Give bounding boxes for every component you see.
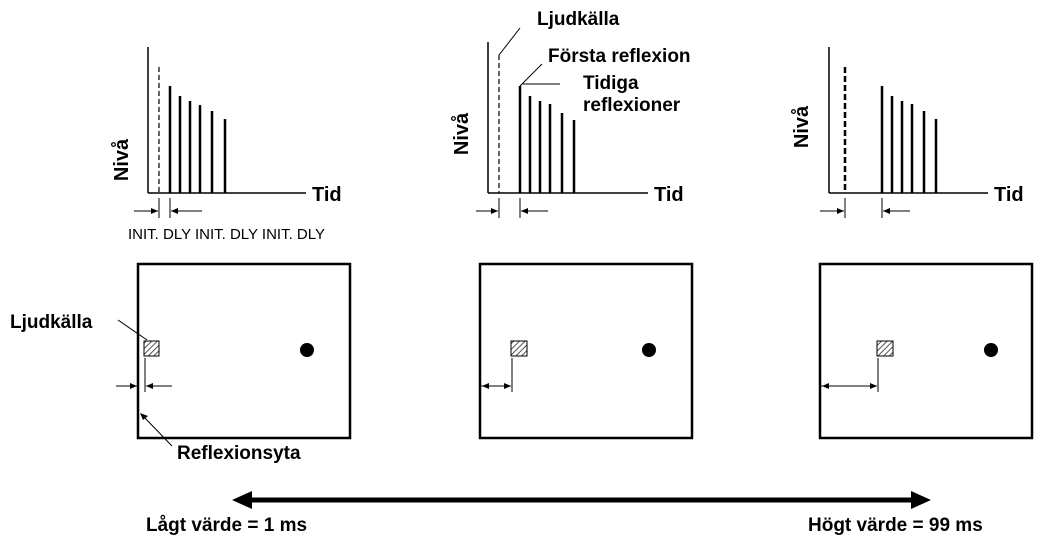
init-dly-label: INIT. DLY INIT. DLY INIT. DLY	[128, 226, 325, 243]
hatched-square-icon	[510, 340, 528, 357]
callout-leaders	[498, 27, 560, 87]
room-high	[818, 262, 1034, 440]
reflection-bars	[168, 86, 227, 193]
time-axis-label: Tid	[312, 184, 342, 206]
reflection-bars	[518, 86, 576, 193]
high-value-label: Högt värde = 99 ms	[808, 515, 983, 536]
time-axis-label: Tid	[994, 184, 1024, 206]
init-delay-marker	[134, 198, 202, 218]
listener-dot-icon	[300, 343, 314, 357]
distance-marker	[481, 358, 513, 392]
sound-source-callout: Ljudkälla	[537, 9, 620, 30]
time-axis-label: Tid	[654, 184, 684, 206]
room-outline	[478, 262, 694, 440]
distance-marker	[116, 358, 172, 392]
init-delay-marker	[476, 198, 548, 218]
early-reflections-callout-line1: Tidiga	[583, 73, 639, 94]
reflection-surface-label: Reflexionsyta	[177, 443, 301, 464]
surface-leader	[142, 415, 173, 447]
graph-mid: Nivå Tid Ljudkälla Första reflexion Tidi…	[450, 9, 691, 218]
room-low: Ljudkälla Reflexionsyta	[10, 262, 352, 464]
low-value-label: Lågt värde = 1 ms	[146, 515, 307, 536]
hatched-square-icon	[876, 340, 894, 357]
first-reflection-callout: Första reflexion	[548, 46, 691, 67]
sound-source-room-label: Ljudkälla	[10, 312, 93, 333]
room-outline	[818, 262, 1034, 440]
early-reflections-callout-line2: reflexioner	[583, 95, 681, 116]
listener-dot-icon	[642, 343, 656, 357]
hatched-square-icon	[143, 340, 160, 357]
graph-low: Nivå Tid INIT. DLY INIT. DLY INIT. DLY	[110, 47, 342, 243]
level-axis-label: Nivå	[790, 105, 813, 148]
graph-high: Nivå Tid	[790, 47, 1024, 218]
surface-leader-head	[140, 413, 148, 420]
level-axis-label: Nivå	[450, 112, 473, 155]
level-axis-label: Nivå	[110, 138, 133, 181]
source-leader	[117, 319, 148, 341]
double-arrow-icon	[232, 491, 931, 509]
init-delay-marker	[820, 198, 910, 218]
reflection-bars	[880, 86, 938, 193]
room-mid	[478, 262, 694, 440]
distance-marker	[821, 358, 879, 392]
listener-dot-icon	[984, 343, 998, 357]
room-outline	[136, 262, 352, 440]
